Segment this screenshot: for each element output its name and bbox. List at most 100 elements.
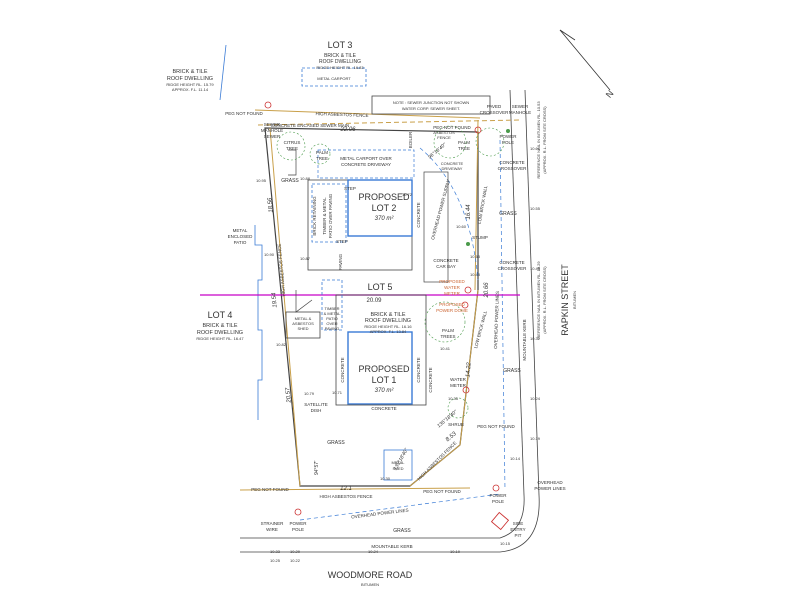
lot4-title: LOT 4: [208, 310, 233, 320]
label-patio3: PATIO: [326, 316, 337, 321]
label-pit2: ENTRY: [510, 527, 525, 532]
lot3-west-boundary: [219, 44, 227, 101]
label-kerb-s: MOUNTABLE KERB: [371, 544, 412, 549]
label-patio2: & METAL: [324, 311, 342, 316]
level-s2: 10.29: [290, 549, 301, 554]
label-car-bay1: CONCRETE: [433, 258, 458, 263]
lot2-line2: LOT 2: [372, 203, 397, 213]
west-fence: [269, 127, 301, 487]
level-s5: 10.25: [270, 558, 281, 563]
label-asbestos-ne2: FENCE: [437, 135, 451, 140]
label-paving: PAVING: [338, 253, 343, 270]
label-shed3: SHED: [297, 326, 308, 331]
dwelling-line2: ROOF DWELLING: [365, 318, 411, 324]
level-s6: 10.22: [290, 558, 301, 563]
level-i13: 10.30: [380, 476, 391, 481]
overhead-power-south: [299, 493, 501, 521]
label-water-meter2: METER: [450, 383, 467, 388]
label-enclosed2: ENCLOSED: [228, 234, 254, 239]
level-i7: 10.71: [332, 390, 343, 395]
label-citrus1: CITRUS: [284, 140, 301, 145]
patio-lines: [295, 290, 313, 313]
lot5-title: LOT 5: [368, 282, 393, 292]
lot4-line2: ROOF DWELLING: [197, 330, 243, 336]
label-pole-s1: POWER: [289, 521, 307, 526]
level-i14: 10.72: [402, 192, 413, 197]
lot4-line1: BRICK & TILE: [202, 323, 237, 329]
level-i5: 10.82: [276, 342, 287, 347]
lot3-west-line4: APPROX. F.L. 11.14: [172, 87, 209, 92]
label-pergola1: TIMBER & METAL: [322, 197, 327, 235]
label-car-bay2: CAR BAY: [436, 264, 455, 269]
label-prop-meter3: METER: [444, 291, 461, 296]
label-dish1: SATELLITE: [304, 402, 327, 407]
metal-shed-south: [383, 449, 413, 481]
metal-asbestos-shed: [285, 311, 321, 339]
trees: [276, 125, 505, 419]
label-peg-nw: PEG NOT FOUND: [225, 111, 263, 116]
label-power-e2a: OVERHEAD: [537, 480, 563, 485]
rapkin-street-surface: BITUMEN: [572, 291, 577, 309]
level-e5: 10.24: [530, 396, 541, 401]
lot3-carport: METAL CARPORT: [317, 76, 351, 81]
label-concrete-v2: CONCRETE: [340, 357, 345, 382]
lot3-line1: BRICK & TILE: [324, 53, 357, 59]
label-concrete-v4: CONCRETE: [428, 367, 433, 392]
dim-west-lower: 20.57: [285, 387, 292, 404]
label-fence-east: HIGH ASBESTOS FENCE: [416, 440, 457, 481]
label-grass-e: GRASS: [499, 211, 517, 217]
level-i1: 10.95: [256, 178, 267, 183]
label-pit1: SIDE: [513, 521, 524, 526]
level-e7: 10.14: [510, 456, 521, 461]
concrete-car-bay: [423, 171, 449, 283]
label-prop-meter1: PROPOSED: [439, 279, 465, 284]
level-e6: 10.19: [530, 436, 541, 441]
north-label: N: [604, 88, 616, 99]
label-fence-top: HIGH ASBESTOS FENCE: [316, 111, 369, 118]
north-fence: [254, 109, 481, 119]
label-dish2: DISH: [311, 408, 322, 413]
label-grass-s: GRASS: [393, 528, 411, 534]
label-sewer-w3: SEWER: [264, 134, 281, 139]
label-prop-meter2: WATER: [444, 285, 460, 290]
dwelling-line1: BRICK & TILE: [370, 312, 405, 318]
label-strainer2: WIRE: [266, 527, 278, 532]
label-patio4: OVER: [326, 321, 337, 326]
dim-west-upper: 18.56: [267, 197, 274, 213]
level-s1: 10.33: [270, 549, 281, 554]
label-kerb-e: MOUNTABLE KERB: [522, 319, 527, 360]
label-peg-e: PEG NOT FOUND: [477, 424, 515, 429]
lot5-dimension: 20.09: [366, 298, 382, 304]
level-i8: 10.60: [456, 224, 467, 229]
label-paved1: PAVED: [487, 104, 502, 109]
label-grass-nw: GRASS: [281, 178, 299, 184]
bearing-south: 94°57': [314, 460, 320, 475]
north-arrow: [559, 29, 611, 91]
label-pole-se1: POWER: [489, 493, 507, 498]
road-edges: [240, 89, 540, 553]
label-grass-e2: GRASS: [503, 368, 521, 374]
existing-dwelling: [335, 294, 427, 406]
label-ref-ne2: (APPROX. R.L. FROM SITE CROSS): [542, 106, 547, 174]
lot4-boundary: [254, 225, 263, 420]
level-e4: 10.32: [530, 336, 541, 341]
lot3-line2: ROOF DWELLING: [319, 59, 361, 65]
dwelling-line4: APPROX. F.L. 13.84: [370, 329, 407, 334]
lot2-line1: PROPOSED: [358, 192, 410, 202]
label-patio5: PAVING: [325, 326, 340, 331]
timber-patio-outline: [321, 279, 343, 331]
woodmore-road-name: WOODMORE ROAD: [328, 570, 413, 580]
level-s4: 10.19: [450, 549, 461, 554]
dim-top: 22.06: [339, 127, 356, 133]
label-peg-ne: PEG NOT FOUND: [433, 125, 471, 130]
label-step: STEP: [344, 186, 356, 191]
lot1-dwelling-outline: [347, 331, 413, 405]
label-shed-s2: SHED: [392, 466, 403, 471]
label-sewer-e1: SEWER: [512, 104, 529, 109]
label-asbestos-ne1: ASBESTOS: [433, 130, 455, 135]
label-palm-mid1: PALM: [442, 328, 454, 333]
se-fence: [409, 289, 479, 487]
lot2-dwelling-outline: [347, 179, 413, 237]
label-crossover-e2: CROSSOVER: [498, 266, 528, 271]
